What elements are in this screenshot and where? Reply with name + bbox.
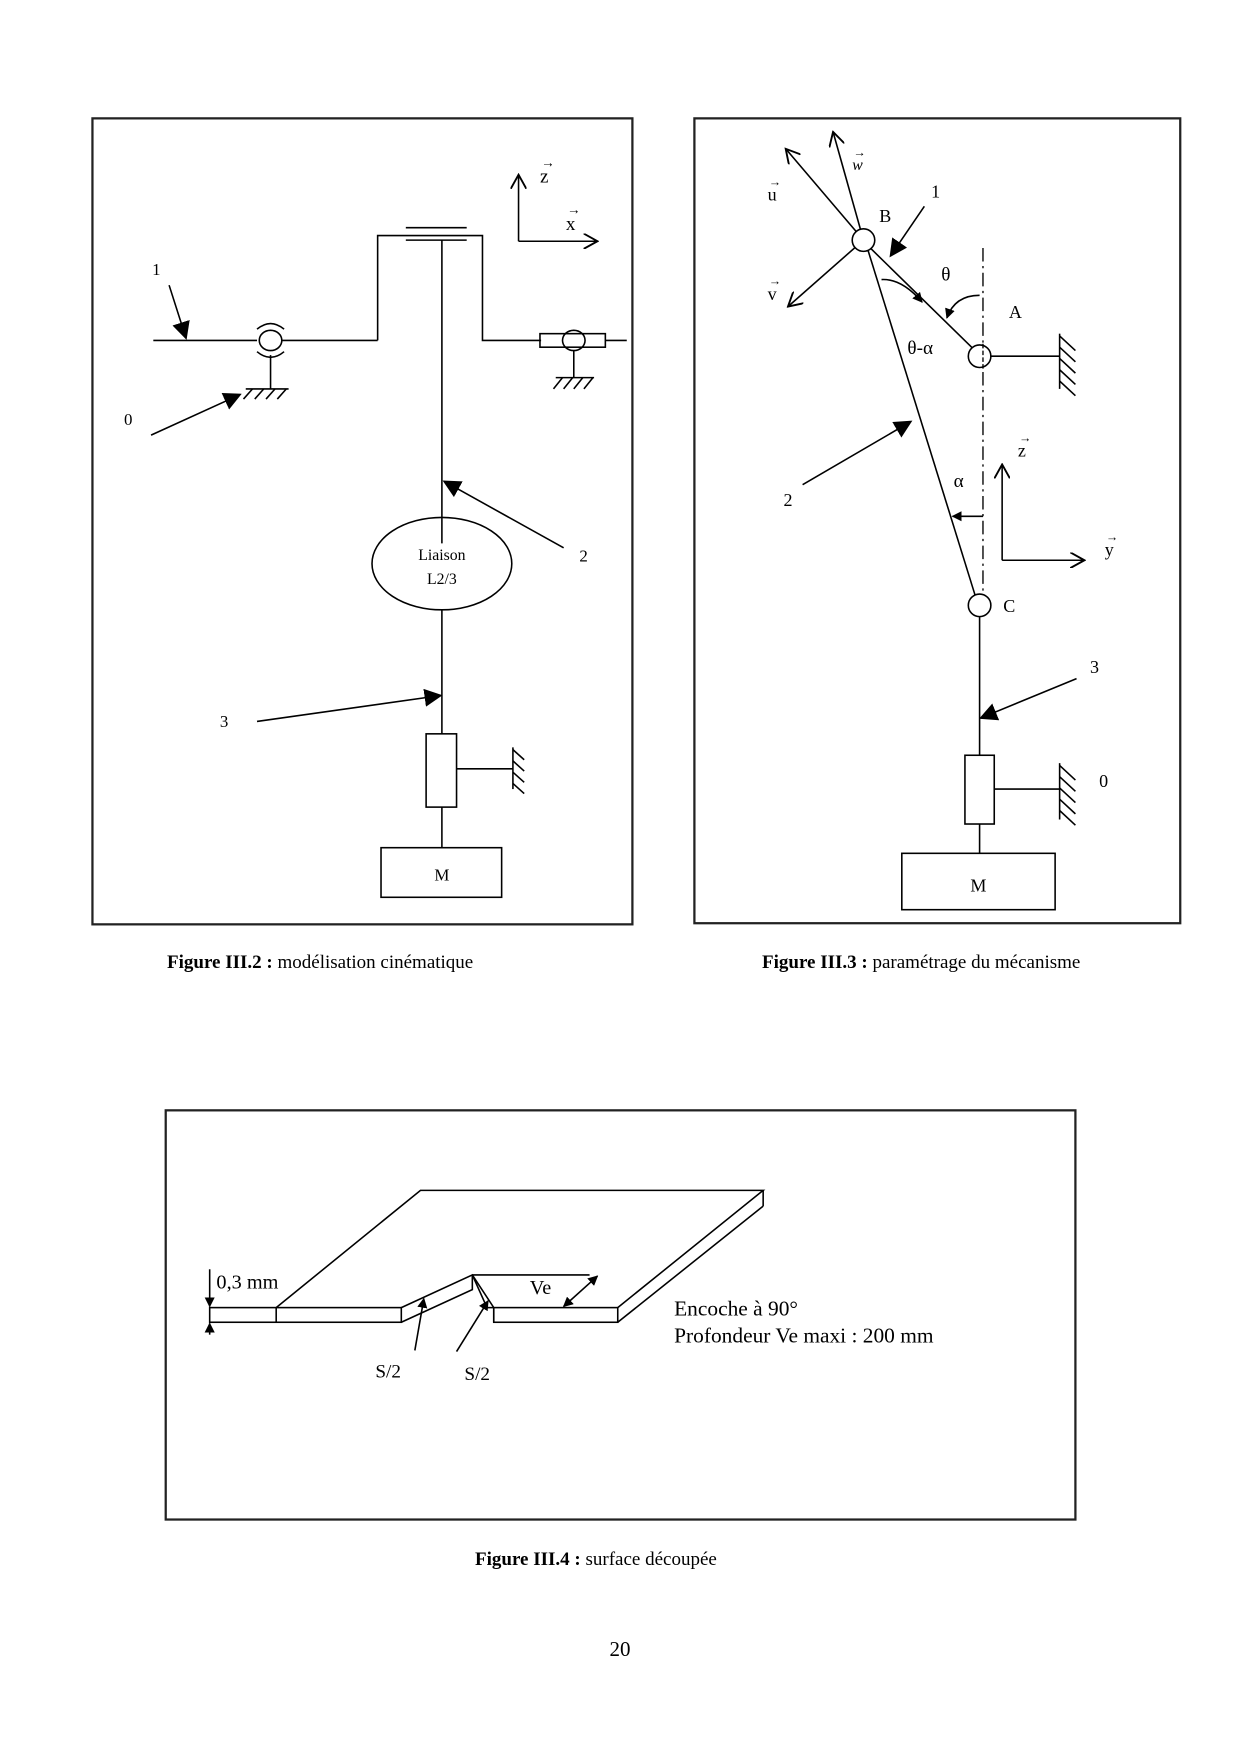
point-A-label: A [1009, 302, 1022, 322]
vector-arrow: → [1019, 431, 1031, 445]
part-3-label: 3 [220, 712, 228, 731]
point-B-label: B [879, 206, 891, 226]
joint-A [967, 344, 992, 369]
caption-text: modélisation cinématique [272, 952, 474, 973]
vector-u-label: u [768, 185, 777, 205]
slider-joint-icon [964, 754, 1076, 826]
caption-label: Figure III.3 : [762, 952, 868, 973]
axis-x-vector-arrow: → [567, 202, 581, 217]
s-half-right-leader-arrow [455, 1299, 489, 1352]
angle-theta-alpha-arc [881, 278, 923, 303]
cut-plate-drawing [208, 1189, 766, 1324]
part-2-leader-arrow [802, 420, 913, 486]
part-0-label: 0 [1099, 771, 1108, 791]
figure-frame [164, 1109, 1077, 1521]
caption-text: surface découpée [580, 1549, 717, 1570]
part-1-label: 1 [152, 260, 160, 279]
part-2-label: 2 [783, 490, 792, 510]
axis-z-vector-arrow: → [541, 155, 555, 170]
vector-arrow: → [769, 175, 781, 189]
axis-x-label: x [566, 214, 576, 235]
axis-y-label: y [1105, 540, 1114, 560]
part-3-label: 3 [1090, 657, 1099, 677]
part-1-leader-arrow [889, 205, 926, 258]
part-2-leader-arrow [442, 480, 565, 549]
mass-label: M [970, 876, 986, 896]
mass-block [380, 846, 503, 899]
s-half-left-label: S/2 [375, 1361, 401, 1382]
figure-III-2-caption: Figure III.2 : modélisation cinématique [167, 952, 473, 974]
part-1-crank [869, 247, 977, 353]
caption-text: paramétrage du mécanisme [867, 952, 1081, 973]
ve-label: Ve [530, 1277, 551, 1299]
notch-angle-note: Encoche à 90° [674, 1297, 798, 1321]
mass-block [901, 852, 1056, 911]
mass-label: M [434, 865, 449, 884]
ground-icon [990, 333, 1076, 397]
s-half-left-leader-arrow [414, 1297, 428, 1351]
part-0-label: 0 [124, 410, 132, 429]
part-2-connecting-rod [867, 250, 976, 596]
liaison-label: Liaison [418, 547, 465, 564]
caption-label: Figure III.2 : [167, 952, 273, 973]
vector-arrow: → [769, 274, 781, 288]
figure-III-2: z → x → [91, 117, 634, 926]
spherical-joint-icon [242, 322, 289, 400]
vector-arrow: → [853, 146, 865, 160]
part-2-label: 2 [579, 546, 587, 565]
slider-joint-icon [425, 733, 525, 808]
axes-icon [519, 175, 598, 242]
vector-v-label: v [768, 284, 778, 304]
angle-alpha-label: α [954, 471, 964, 492]
part-3-leader-arrow [979, 677, 1077, 721]
angle-theta-label: θ [941, 265, 950, 286]
figure-III-4-caption: Figure III.4 : surface découpée [475, 1549, 717, 1571]
max-depth-note: Profondeur Ve maxi : 200 mm [674, 1324, 934, 1348]
vector-arrow: → [1106, 530, 1118, 544]
part-1-shaft [153, 234, 542, 342]
part-1-label: 1 [931, 181, 940, 201]
joint-B [851, 228, 876, 253]
angle-theta-alpha-label: θ-α [907, 338, 933, 359]
s-half-right-label: S/2 [464, 1364, 490, 1385]
pivot-joint-icon [405, 226, 467, 241]
point-C-label: C [1003, 596, 1015, 616]
figure-frame [91, 117, 634, 926]
axis-z-label: z [1018, 441, 1026, 461]
base-vectors-icon [786, 132, 865, 307]
axis-z-label: z [540, 167, 549, 188]
ve-dimension-arrow [562, 1275, 599, 1308]
figure-III-3: u → w → v → B A C θ θ [693, 117, 1182, 925]
part-0-leader-arrow [150, 393, 242, 436]
part-1-leader-arrow [168, 284, 190, 340]
joint-C [967, 593, 992, 618]
thickness-label: 0,3 mm [216, 1271, 278, 1293]
vector-w-label: w [852, 157, 863, 174]
page-number: 20 [609, 1637, 631, 1661]
angle-theta-arc [945, 294, 980, 319]
figure-III-4: 0,3 mm Ve S/2 S/2 Encoche à 90° Profonde… [164, 1109, 1077, 1521]
figure-III-3-caption: Figure III.3 : paramétrage du mécanisme [762, 952, 1080, 974]
linear-annular-joint-icon [539, 329, 627, 390]
liaison-code-label: L2/3 [427, 571, 457, 588]
axes-icon [1002, 464, 1084, 560]
part-3-leader-arrow [256, 688, 443, 723]
figure-frame [693, 117, 1182, 925]
caption-label: Figure III.4 : [475, 1549, 581, 1570]
